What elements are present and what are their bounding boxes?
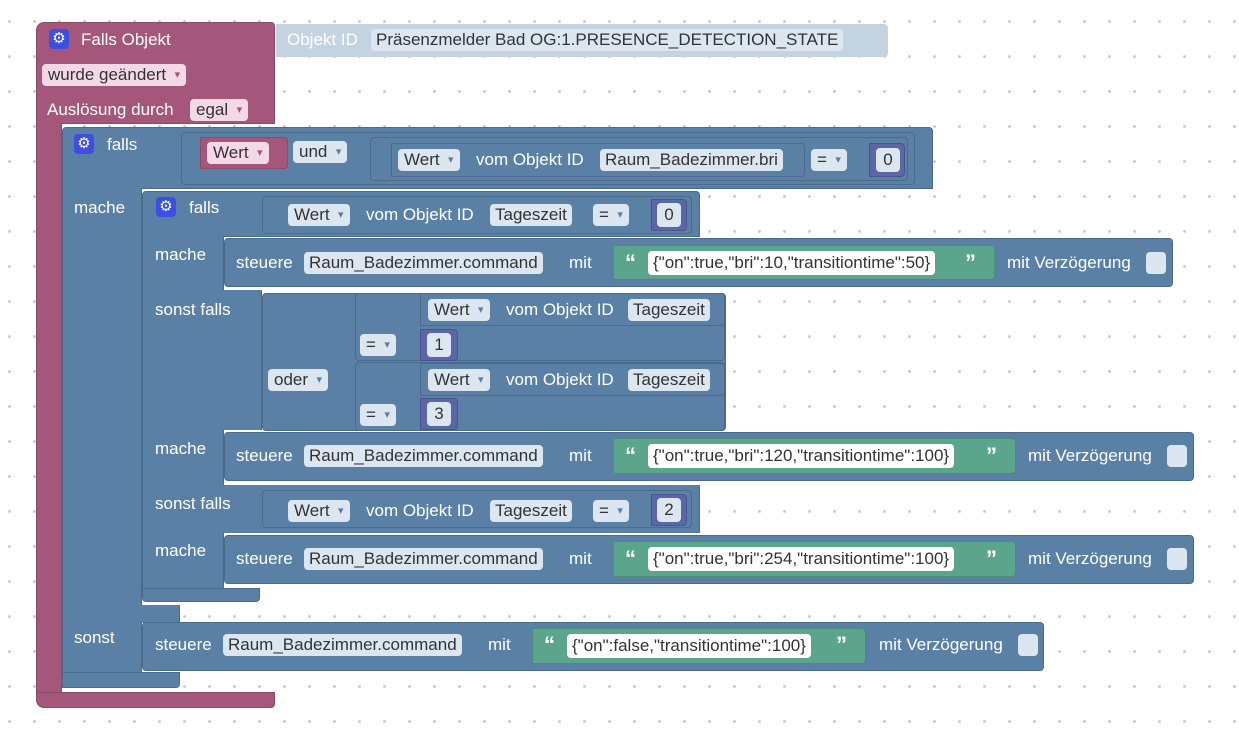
trigger-block-spine bbox=[36, 123, 62, 695]
cond-object-field[interactable]: Raum_Badezimmer.bri bbox=[600, 149, 783, 171]
outer-falls-label: falls bbox=[107, 135, 138, 154]
c3-op-dropdown[interactable]: = bbox=[593, 500, 629, 522]
close-quote: ” bbox=[965, 250, 976, 275]
json-value-field[interactable]: {"on":false,"transitiontime":100} bbox=[567, 634, 811, 658]
delay-label: mit Verzögerung bbox=[1028, 446, 1152, 465]
outer-mache-label: mache bbox=[74, 198, 126, 217]
trigger-block-footer bbox=[36, 692, 275, 708]
mit-label: mit bbox=[569, 253, 592, 272]
target-field[interactable]: Raum_Badezimmer.command bbox=[304, 548, 543, 570]
target-field[interactable]: Raum_Badezimmer.command bbox=[304, 252, 543, 274]
c2a-object-field[interactable]: Tageszeit bbox=[628, 299, 710, 321]
json-value-field[interactable]: {"on":true,"bri":10,"transitiontime":50} bbox=[648, 251, 936, 275]
ausloesung-label: Auslösung durch bbox=[47, 100, 174, 119]
delay-label: mit Verzögerung bbox=[1028, 549, 1152, 568]
gear-icon[interactable]: ⚙ bbox=[156, 197, 176, 217]
c3-object-field[interactable]: Tageszeit bbox=[490, 500, 572, 522]
json-value-field[interactable]: {"on":true,"bri":254,"transitiontime":10… bbox=[648, 547, 955, 571]
outer-if-spine bbox=[62, 188, 142, 688]
change-mode-dropdown[interactable]: wurde geändert bbox=[42, 64, 187, 86]
vom-objekt-label: vom Objekt ID bbox=[476, 150, 584, 169]
objekt-id-field[interactable]: Präsenzmelder Bad OG:1.PRESENCE_DETECTIO… bbox=[371, 29, 844, 51]
c3-wert-dropdown[interactable]: Wert bbox=[288, 500, 350, 522]
cond-op-dropdown[interactable]: = bbox=[811, 149, 847, 171]
vom-objekt-label: vom Objekt ID bbox=[366, 205, 474, 224]
steuere-label: steuere bbox=[155, 635, 212, 654]
inner-mache-label-3: mache bbox=[155, 541, 207, 560]
open-quote: “ bbox=[544, 632, 555, 657]
delay-checkbox[interactable] bbox=[1018, 634, 1038, 656]
delay-label: mit Verzögerung bbox=[879, 635, 1003, 654]
c1-op-dropdown[interactable]: = bbox=[593, 204, 629, 226]
inner-mache-label-2: mache bbox=[155, 439, 207, 458]
outer-if-footer bbox=[62, 672, 180, 688]
objekt-id-label: Objekt ID bbox=[287, 30, 358, 49]
close-quote: ” bbox=[986, 443, 997, 468]
close-quote: ” bbox=[836, 632, 847, 657]
number-value[interactable]: 0 bbox=[657, 203, 681, 227]
steuere-label: steuere bbox=[236, 446, 293, 465]
outer-sonst-label: sonst bbox=[74, 628, 115, 647]
c2a-op-dropdown[interactable]: = bbox=[360, 334, 396, 356]
target-field[interactable]: Raum_Badezimmer.command bbox=[304, 445, 543, 467]
delay-checkbox[interactable] bbox=[1167, 548, 1187, 570]
c2b-op-dropdown[interactable]: = bbox=[360, 404, 396, 426]
inner-if-footer bbox=[142, 588, 260, 602]
ausloesung-dropdown[interactable]: egal bbox=[190, 99, 249, 121]
gear-icon[interactable]: ⚙ bbox=[74, 134, 94, 154]
trigger-title: Falls Objekt bbox=[81, 30, 171, 49]
wert-event-dropdown[interactable]: Wert bbox=[207, 142, 269, 164]
inner-falls-label: falls bbox=[189, 198, 220, 217]
outer-if-sonst-bar bbox=[62, 605, 180, 623]
gear-icon[interactable]: ⚙ bbox=[49, 29, 69, 49]
steuere-label: steuere bbox=[236, 549, 293, 568]
open-quote: “ bbox=[625, 250, 636, 275]
number-value[interactable]: 2 bbox=[657, 498, 681, 522]
mit-label: mit bbox=[569, 549, 592, 568]
number-value[interactable]: 3 bbox=[427, 402, 451, 426]
cond-wert-dropdown[interactable]: Wert bbox=[398, 149, 460, 171]
target-field[interactable]: Raum_Badezimmer.command bbox=[223, 634, 462, 656]
c1-object-field[interactable]: Tageszeit bbox=[490, 204, 572, 226]
inner-elseif-bar-1 bbox=[142, 290, 262, 430]
inner-sonst-falls-label-2: sonst falls bbox=[155, 494, 231, 513]
delay-checkbox[interactable] bbox=[1167, 445, 1187, 467]
or-op-dropdown[interactable]: oder bbox=[268, 369, 329, 391]
c1-wert-dropdown[interactable]: Wert bbox=[288, 204, 350, 226]
c2b-wert-dropdown[interactable]: Wert bbox=[428, 369, 490, 391]
mit-label: mit bbox=[569, 446, 592, 465]
json-value-field[interactable]: {"on":true,"bri":120,"transitiontime":10… bbox=[648, 444, 955, 468]
c2a-wert-dropdown[interactable]: Wert bbox=[428, 299, 490, 321]
logic-op-dropdown[interactable]: und bbox=[293, 141, 348, 163]
steuere-label: steuere bbox=[236, 253, 293, 272]
close-quote: ” bbox=[986, 546, 997, 571]
vom-objekt-label: vom Objekt ID bbox=[506, 300, 614, 319]
inner-sonst-falls-label-1: sonst falls bbox=[155, 300, 231, 319]
inner-mache-label-1: mache bbox=[155, 245, 207, 264]
delay-checkbox[interactable] bbox=[1146, 252, 1166, 274]
number-value[interactable]: 0 bbox=[876, 148, 900, 172]
open-quote: “ bbox=[625, 546, 636, 571]
mit-label: mit bbox=[488, 635, 511, 654]
vom-objekt-label: vom Objekt ID bbox=[366, 501, 474, 520]
vom-objekt-label: vom Objekt ID bbox=[506, 370, 614, 389]
number-value[interactable]: 1 bbox=[427, 333, 451, 357]
c2b-object-field[interactable]: Tageszeit bbox=[628, 369, 710, 391]
delay-label: mit Verzögerung bbox=[1007, 253, 1131, 272]
open-quote: “ bbox=[625, 443, 636, 468]
